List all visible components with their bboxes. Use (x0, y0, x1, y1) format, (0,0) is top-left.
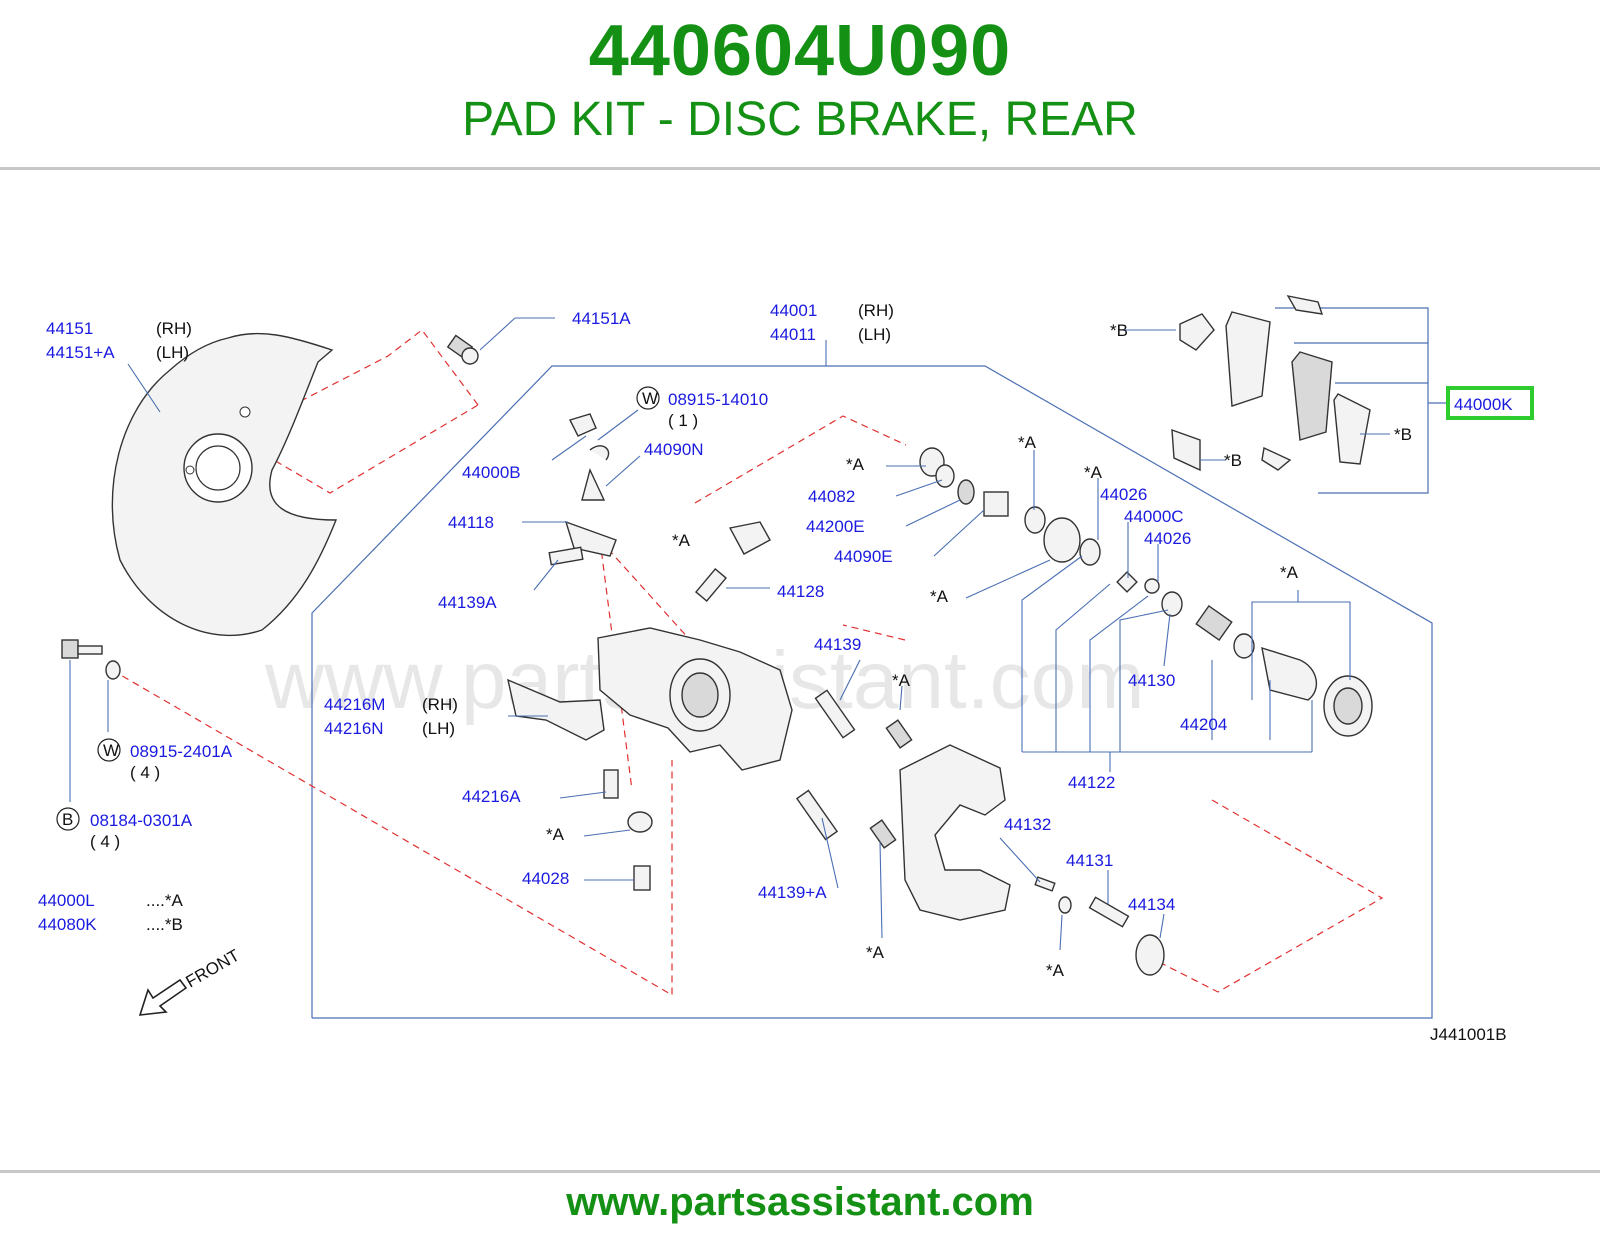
callout-label[interactable]: 44090N (644, 440, 704, 459)
footer-url[interactable]: www.partsassistant.com (566, 1180, 1034, 1224)
callout-label[interactable]: 44200E (806, 517, 865, 536)
slide-pin-44139 (814, 689, 856, 739)
callout-label[interactable]: 08915-2401A (130, 742, 233, 761)
callout-label[interactable]: 44028 (522, 869, 569, 888)
svg-text:*A: *A (1084, 463, 1103, 482)
svg-text:(LH): (LH) (858, 325, 891, 344)
callout-label[interactable]: 44139 (814, 635, 861, 654)
callout-label[interactable]: 44216M (324, 695, 385, 714)
svg-text:*B: *B (1224, 451, 1242, 470)
svg-text:....*A: ....*A (146, 891, 184, 910)
svg-text:*B: *B (1394, 425, 1412, 444)
footer-divider (0, 1170, 1600, 1173)
callout-label[interactable]: 44151+A (46, 343, 115, 362)
washer-marker-icon (636, 386, 660, 410)
svg-text:*A: *A (930, 587, 949, 606)
svg-text:(RH): (RH) (156, 319, 192, 338)
nut-08915-14010 (569, 413, 597, 437)
slide-pin-44139A (795, 789, 839, 841)
svg-text:*A: *A (892, 671, 911, 690)
svg-text:*A: *A (1018, 433, 1037, 452)
callout-label[interactable]: 44026 (1144, 529, 1191, 548)
part-number-title: 440604U090 (588, 11, 1012, 91)
callout-label[interactable]: 44151 (46, 319, 93, 338)
callout-label[interactable]: 44216A (462, 787, 521, 806)
callout-label[interactable]: 44128 (777, 582, 824, 601)
svg-text:( 4 ): ( 4 ) (130, 763, 160, 782)
washer-marker-icon (97, 738, 121, 762)
svg-text:(LH): (LH) (156, 343, 189, 362)
callout-label[interactable]: 44216N (324, 719, 384, 738)
washer (589, 445, 610, 461)
bleeder-44028 (633, 865, 651, 891)
callout-label[interactable]: 44118 (448, 513, 494, 532)
callout-label[interactable]: 44001 (770, 301, 817, 320)
callout-label[interactable]: 44134 (1128, 895, 1175, 914)
svg-text:*A: *A (866, 943, 885, 962)
callout-label[interactable]: 44080K (38, 915, 97, 934)
svg-text:*A: *A (546, 825, 565, 844)
callout-label[interactable]: 44130 (1128, 671, 1175, 690)
cap-44128 (728, 521, 771, 555)
svg-text:( 4 ): ( 4 ) (90, 832, 120, 851)
brake-exploded-diagram: www.partsassistant.com (38, 295, 1534, 1044)
callout-label[interactable]: 44026 (1100, 485, 1147, 504)
callout-label[interactable]: 44204 (1180, 715, 1227, 734)
boot-A (627, 811, 653, 833)
diagram-code: J441001B (1430, 1025, 1507, 1044)
callout-label[interactable]: 44122 (1068, 773, 1115, 792)
bolt-44151A (446, 334, 479, 365)
front-arrow: FRONT (138, 946, 243, 1016)
callout-label[interactable]: 44151A (572, 309, 631, 328)
bolt-08184 (61, 639, 79, 659)
callout-label[interactable]: 08184-0301A (90, 811, 193, 830)
spring-44090N (581, 467, 606, 501)
svg-text:FRONT: FRONT (183, 946, 243, 992)
header-divider (0, 167, 1600, 170)
callout-label[interactable]: 44090E (834, 547, 893, 566)
callout-label-44000K[interactable]: 44000K (1454, 395, 1513, 414)
callout-label[interactable]: 44000L (38, 891, 95, 910)
highlight-44000K (1446, 386, 1534, 420)
callout-label[interactable]: 44011 (770, 325, 816, 344)
part-description: PAD KIT - DISC BRAKE, REAR (462, 93, 1138, 146)
svg-text:(RH): (RH) (422, 695, 458, 714)
callout-label[interactable]: 44139+A (758, 883, 827, 902)
bolt-44139A (548, 546, 584, 566)
callout-label[interactable]: 44139A (438, 593, 497, 612)
pin-44132 (1034, 876, 1056, 892)
callout-label[interactable]: 44082 (808, 487, 855, 506)
callout-label[interactable]: 44131 (1066, 851, 1113, 870)
svg-text:B: B (62, 810, 73, 829)
piston-assembly (919, 447, 1373, 737)
svg-text:*A: *A (672, 531, 691, 550)
bolt-44216A (603, 769, 619, 799)
callout-label[interactable]: 44000B (462, 463, 521, 482)
svg-text:*A: *A (846, 455, 865, 474)
bolt-44131 (1088, 896, 1130, 928)
pad-kit-parts (1171, 295, 1371, 472)
pad-kit-bracket (1275, 307, 1429, 494)
caliper-body (507, 627, 793, 771)
svg-text:(LH): (LH) (422, 719, 455, 738)
svg-text:W: W (103, 741, 119, 760)
plate-44134 (1135, 934, 1165, 976)
svg-text:*A: *A (1046, 961, 1065, 980)
callout-label[interactable]: 44132 (1004, 815, 1051, 834)
bolt-marker-icon (56, 807, 80, 831)
callout-label[interactable]: 08915-14010 (668, 390, 768, 409)
svg-text:(RH): (RH) (858, 301, 894, 320)
svg-text:*B: *B (1110, 321, 1128, 340)
svg-text:*A: *A (1280, 563, 1299, 582)
svg-text:( 1 ): ( 1 ) (668, 411, 698, 430)
assembly-outline (311, 365, 1433, 1019)
torque-member (899, 744, 1011, 921)
washer-08915-2401A (105, 660, 121, 680)
svg-text:....*B: ....*B (146, 915, 183, 934)
callout-label[interactable]: 44000C (1124, 507, 1184, 526)
svg-text:W: W (642, 389, 658, 408)
